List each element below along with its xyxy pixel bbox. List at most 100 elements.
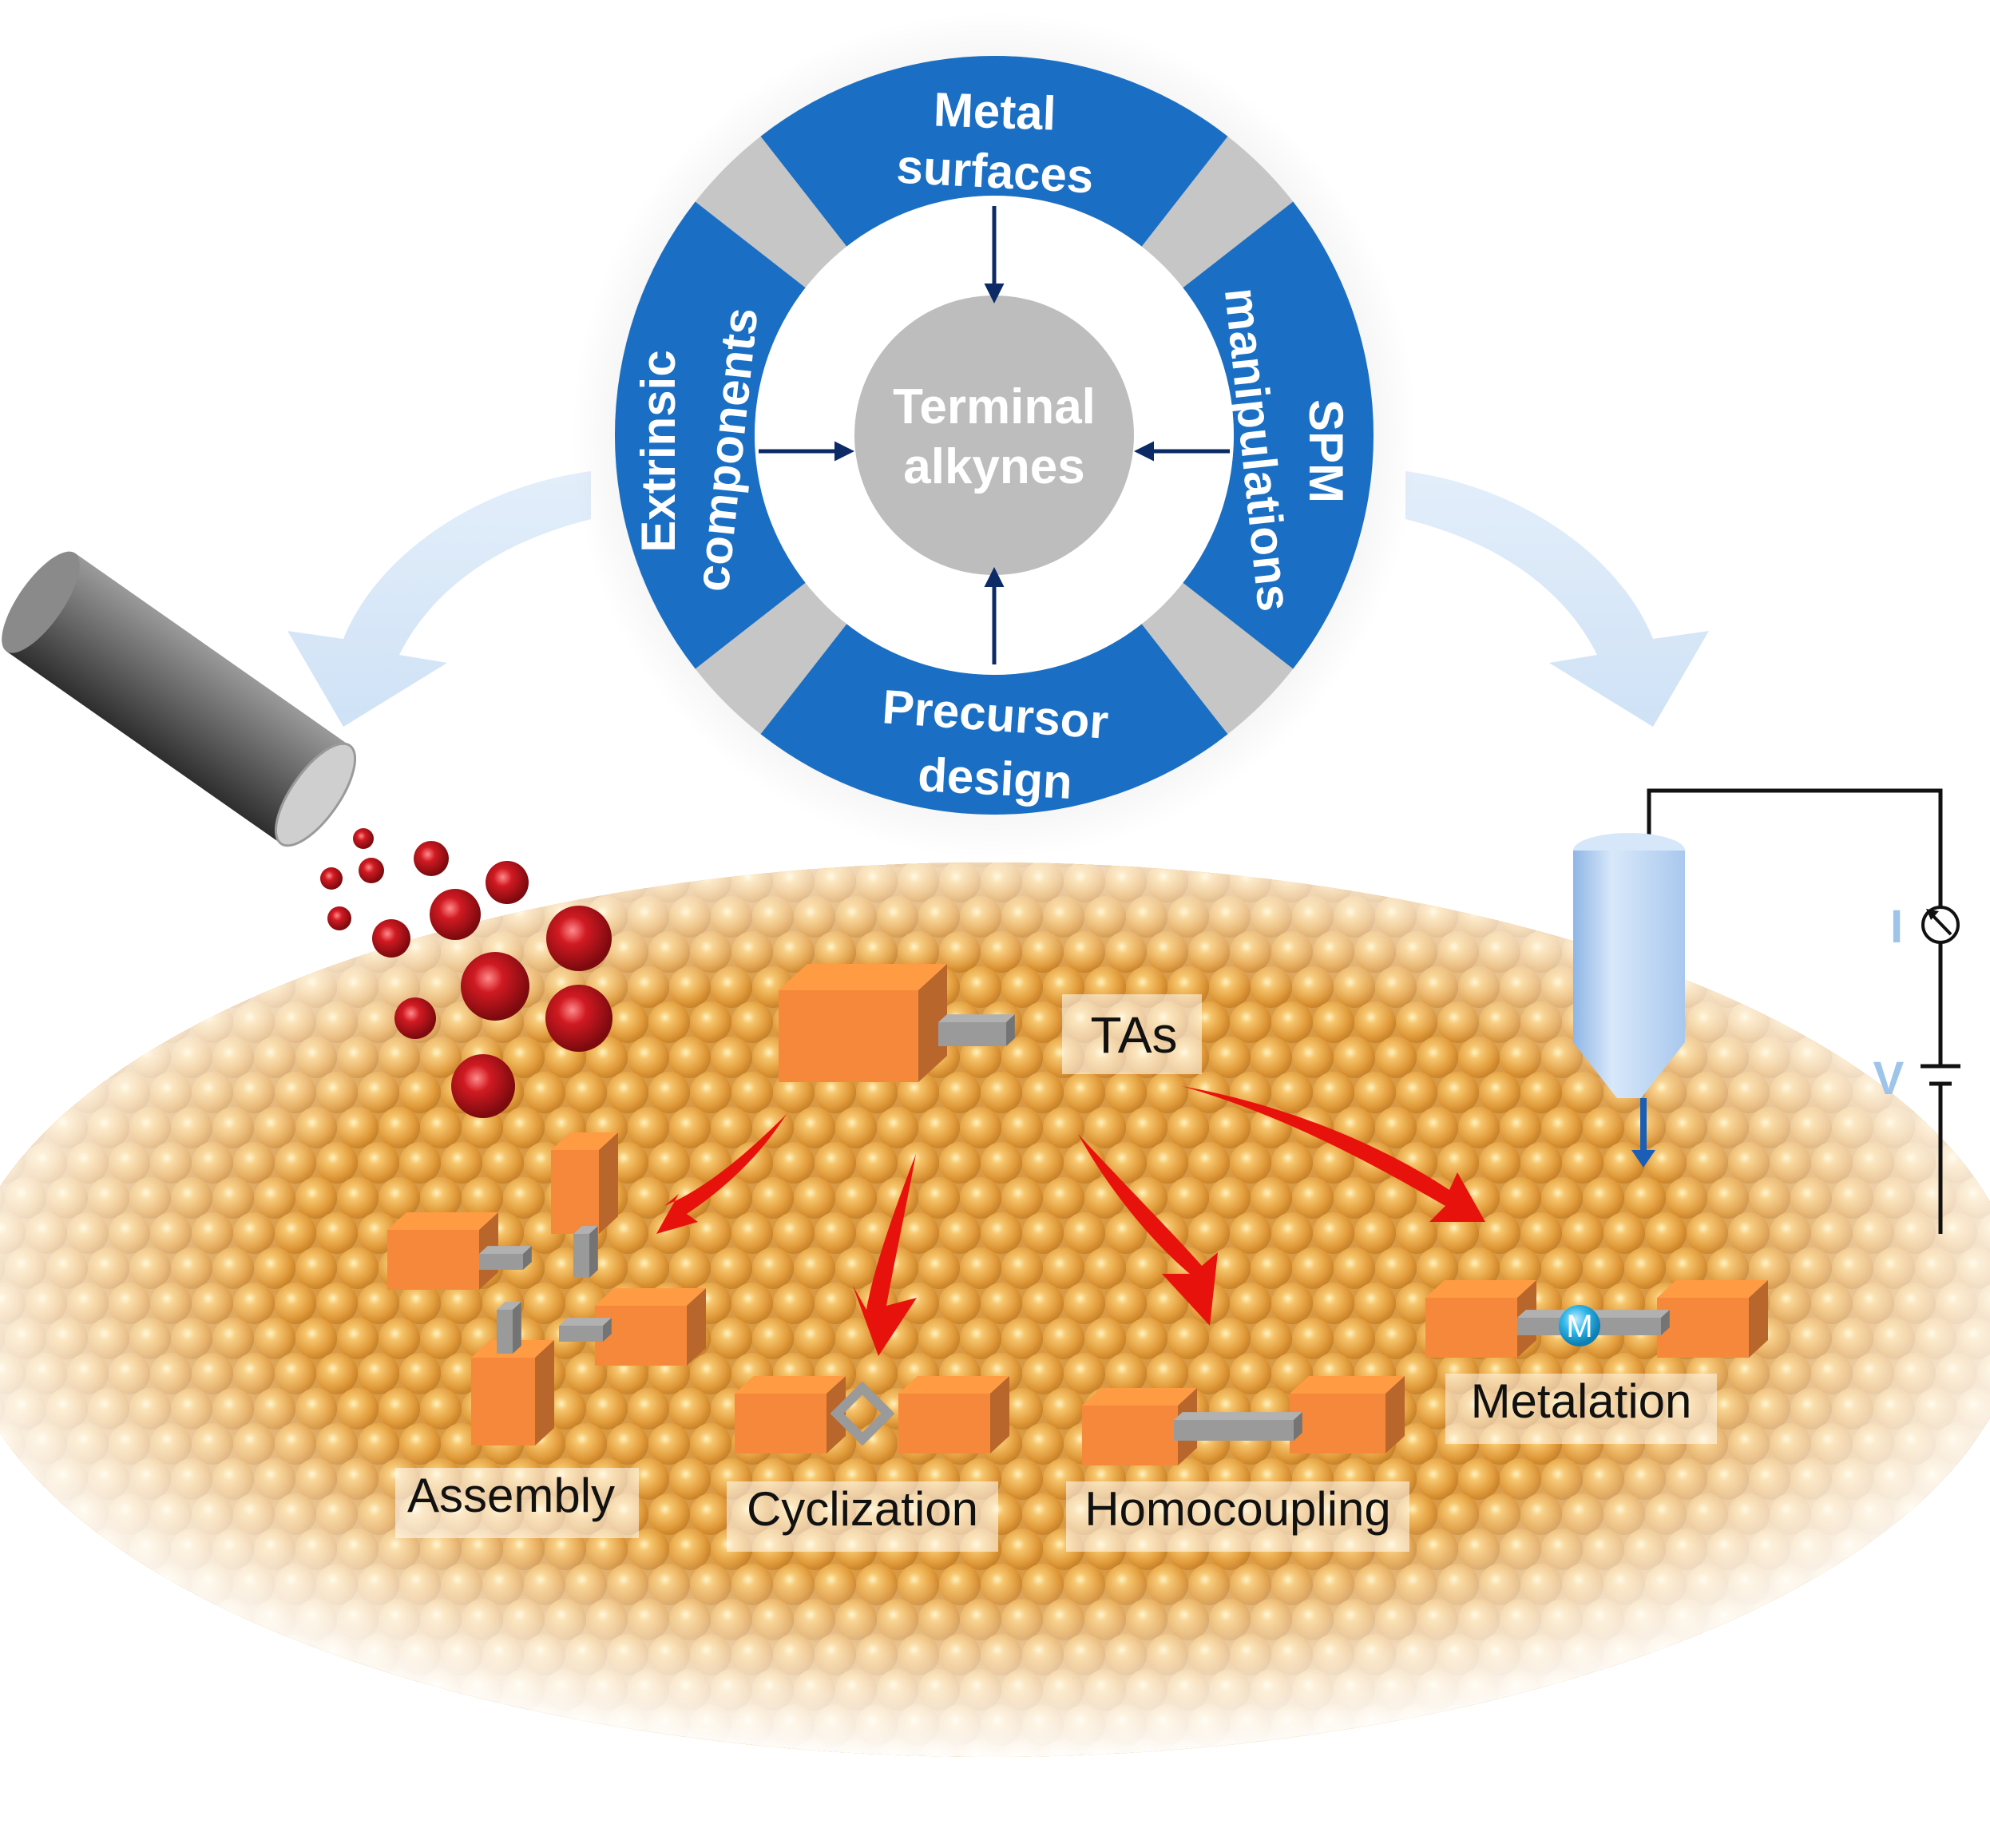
surface-atom (1936, 1634, 1977, 1675)
surface-atom (1458, 863, 1500, 867)
surface-atom (628, 863, 669, 867)
reaction-label-cyclization: Cyclization (747, 1482, 978, 1536)
assembly-block (551, 1132, 618, 1234)
surface-atom (524, 863, 565, 902)
surface-atom (545, 863, 586, 867)
factor-ring: Terminal alkynes Metal surfaces Precurso… (571, 12, 1417, 859)
surface-atom (150, 931, 192, 973)
surface-atom (88, 896, 129, 938)
surface-atom (1770, 1634, 1811, 1675)
surface-atom (1666, 1669, 1707, 1711)
surface-atom (1583, 1669, 1624, 1711)
surface-atom (109, 1001, 150, 1043)
surface-atom (1811, 1001, 1853, 1043)
surface-atom (46, 966, 88, 1008)
stm-setup: I V (1573, 788, 1960, 1234)
surface-atom (1749, 1739, 1790, 1757)
surface-atom (109, 1704, 150, 1746)
tube-opening (274, 742, 357, 847)
surface-atom (1749, 966, 1790, 1008)
surface-atom (1770, 863, 1811, 902)
surface-atom (752, 863, 794, 867)
surface-atom (1603, 1704, 1645, 1746)
surface-atom (5, 1669, 46, 1711)
surface-atom (46, 896, 88, 938)
cyclization-label-backdrop (727, 1481, 998, 1552)
surface-atom (1770, 1704, 1811, 1746)
surface-atom (0, 1564, 26, 1605)
deposited-particles (320, 828, 612, 1118)
surface-atom (1956, 1529, 1990, 1570)
surface-atom (1873, 966, 1915, 1008)
surface-atom (0, 1493, 26, 1535)
surface-atom (0, 1634, 26, 1675)
surface-atom (586, 1739, 628, 1757)
surface-atom (1790, 1599, 1832, 1640)
surface-atom (0, 1037, 5, 1078)
surface-atom (1936, 1704, 1977, 1746)
surface-atom (1894, 863, 1936, 902)
surface-atom (1687, 1634, 1728, 1675)
surface-atom (1520, 1704, 1562, 1746)
surface-atom (1749, 863, 1790, 867)
surface-atom (233, 863, 275, 902)
surface-atom (275, 931, 316, 973)
surface-atom (1334, 1739, 1375, 1757)
surface-atom (1977, 1001, 1990, 1043)
surface-atom (129, 1739, 171, 1757)
surface-atom (129, 896, 171, 938)
right-curved-arrow (1405, 471, 1709, 727)
surface-atom (192, 1704, 233, 1746)
surface-atom (1811, 1634, 1853, 1675)
surface-atom (1956, 966, 1990, 1008)
surface-atom (1645, 1704, 1687, 1746)
surface-atom (26, 1001, 67, 1043)
surface-atom (1832, 863, 1873, 867)
surface-atom (46, 1037, 88, 1078)
homocoupling-label-backdrop (1066, 1481, 1409, 1552)
surface-atom (171, 1599, 212, 1640)
surface-atom (1811, 931, 1853, 973)
red-particle (320, 867, 343, 890)
ring-segment-right (1183, 201, 1374, 669)
surface-atom (0, 863, 5, 867)
surface-atom (1956, 1669, 1990, 1711)
surface-atom (1977, 1493, 1990, 1535)
surface-atom (1458, 1739, 1500, 1757)
surface-atom (1541, 1739, 1583, 1757)
red-particle (353, 828, 374, 849)
product-homocoupling (1082, 1376, 1405, 1465)
surface-atom (1707, 896, 1749, 938)
surface-atom (1790, 1669, 1832, 1711)
terminal-alkyne-precursor (779, 964, 1015, 1082)
surface-atom (26, 1634, 67, 1675)
surface-atom (1417, 1739, 1458, 1757)
surface-atom (212, 863, 254, 867)
arrow-to-homocoupling (1078, 1134, 1218, 1326)
surface-atom (5, 1739, 46, 1757)
surface-atom (420, 1739, 462, 1757)
surface-atom (1687, 863, 1728, 902)
assembly-rod (573, 1226, 598, 1278)
surface-atom (1915, 1599, 1956, 1640)
surface-atom (794, 863, 835, 867)
surface-atom (1707, 863, 1749, 867)
surface-atom (1936, 1493, 1977, 1535)
red-particle (461, 952, 529, 1021)
surface-atom (1728, 863, 1770, 902)
surface-atom (337, 1739, 379, 1757)
surface-atom (1520, 863, 1562, 902)
surface-atom (171, 896, 212, 938)
surface-atom (88, 1739, 129, 1757)
surface-atom (1853, 1704, 1894, 1746)
surface-atom (1894, 1564, 1936, 1605)
surface-atom (150, 863, 192, 902)
surface-atom (1832, 966, 1873, 1008)
surface-atom (1437, 863, 1479, 902)
arrow-to-cyclization (853, 1154, 917, 1356)
surface-atom (1956, 1037, 1990, 1078)
surface-atom (212, 896, 254, 938)
surface-atom (0, 1001, 26, 1043)
surface-atom (1707, 1669, 1749, 1711)
surface-atom (711, 863, 752, 867)
